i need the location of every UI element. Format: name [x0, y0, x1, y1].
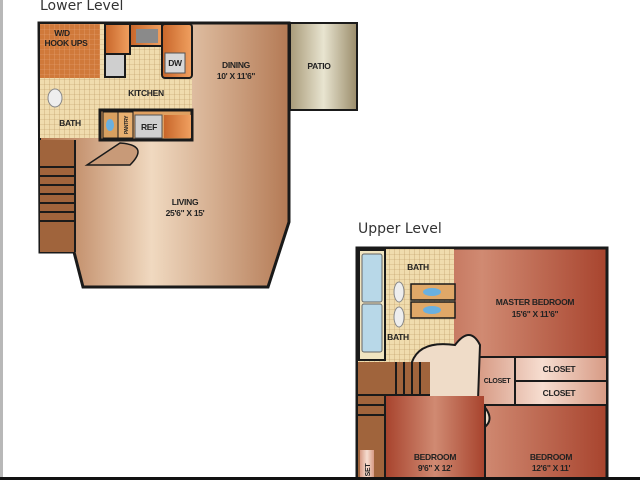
wd-label-1: W/D [54, 28, 70, 38]
dw-label: DW [168, 58, 183, 68]
pantry-label: PANTRY [124, 115, 130, 134]
lower-level-plan: W/D HOOK UPS KITCHEN DW BATH PANTRY REF … [37, 21, 358, 289]
hall-closet-label: CLOSET [484, 378, 512, 385]
living-size: 25'6" X 15' [166, 208, 205, 218]
master-bedroom-label: MASTER BEDROOM [496, 297, 575, 307]
bath-top-label: BATH [407, 262, 429, 272]
living-label: LIVING [172, 197, 199, 207]
dining-size: 10' X 11'6" [217, 71, 256, 81]
dining-label: DINING [222, 60, 251, 70]
bottom-border [0, 477, 640, 480]
master-bedroom-size: 15'6" X 11'6" [512, 309, 559, 319]
wd-hookups-area [40, 24, 102, 78]
ref-label: REF [141, 122, 157, 132]
bedroom-1-size: 9'6" X 12' [418, 463, 453, 473]
upper-level-title: Upper Level [358, 221, 442, 237]
bedroom-2-label: BEDROOM [530, 452, 573, 462]
stove-icon [104, 53, 126, 78]
lower-bath-label: BATH [59, 118, 81, 128]
closet-1-label: CLOSET [543, 364, 577, 374]
left-border [0, 0, 3, 480]
patio [289, 22, 358, 111]
toilet-icon [47, 88, 63, 108]
dishwasher [164, 52, 186, 74]
wd-label-2: HOOK UPS [45, 38, 89, 48]
patio-label: PATIO [307, 61, 331, 71]
sink-icon [136, 29, 158, 43]
kitchen-label: KITCHEN [128, 88, 164, 98]
bath-bottom-label: BATH [387, 332, 409, 342]
lower-bath [40, 78, 100, 138]
tub-icon [361, 303, 383, 353]
stairs [40, 140, 75, 252]
tub-icon [361, 253, 383, 303]
closet-2-label: CLOSET [543, 388, 577, 398]
bedroom-1 [386, 396, 484, 480]
bedroom-1-label: BEDROOM [414, 452, 457, 462]
lower-level-title: Lower Level [40, 0, 124, 14]
refrigerator [134, 114, 163, 139]
side-closet-label: SET [365, 463, 372, 477]
upper-level-plan: BATH BATH MASTER BEDROOM 15'6" X 11'6" C… [355, 246, 609, 480]
bedroom-2-size: 12'6" X 11' [532, 463, 571, 473]
